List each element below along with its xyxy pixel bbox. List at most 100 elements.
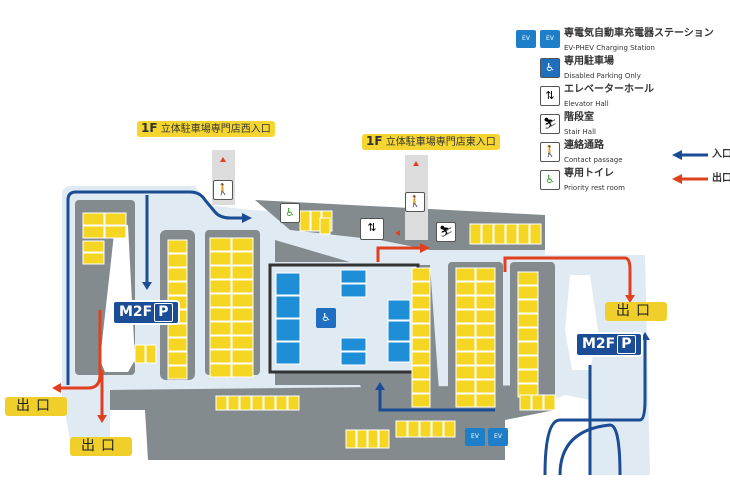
parking-space — [475, 281, 496, 296]
ev-charger-icon: EV — [465, 428, 485, 446]
parking-space — [411, 337, 431, 352]
elevator-icon: ⇅ — [540, 86, 560, 106]
parking-p-icon: P — [154, 303, 173, 322]
parking-space — [411, 393, 431, 408]
entrance-name: 立体駐車場専門店西入口 — [160, 124, 271, 135]
disabled-parking-space — [387, 341, 411, 363]
legend-label: 階段室 — [564, 112, 594, 123]
exit-label: 出口 — [5, 397, 67, 416]
walking-people-icon: 🚶 — [540, 142, 560, 162]
parking-space — [411, 379, 431, 394]
parking-space — [517, 369, 539, 384]
parking-space — [209, 321, 232, 336]
parking-space — [167, 365, 188, 380]
exit-label: 出口 — [605, 302, 667, 321]
parking-space — [209, 237, 232, 252]
legend-label: エレベーターホール — [564, 84, 654, 95]
parking-space — [82, 252, 105, 265]
parking-space — [517, 355, 539, 370]
elevator-icon: ⇅ — [360, 218, 384, 240]
parking-space — [299, 210, 311, 232]
parking-space — [167, 281, 188, 296]
walking-people-icon: 🚶 — [213, 180, 233, 200]
parking-space — [356, 429, 368, 449]
parking-space — [227, 395, 240, 411]
parking-space — [167, 323, 188, 338]
legend-label: 専用トイレ — [564, 168, 614, 179]
legend-label: 連絡通路 — [564, 140, 604, 151]
disabled-parking-space — [340, 351, 367, 366]
legend-sublabel: Elevator Hall — [564, 100, 609, 108]
parking-space — [104, 225, 127, 239]
parking-space — [215, 395, 228, 411]
parking-space — [209, 349, 232, 364]
legend-label: 専電気自動車充電器ステーション — [564, 28, 714, 39]
parking-space — [231, 251, 254, 266]
parking-space — [517, 223, 530, 245]
parking-space — [231, 349, 254, 364]
parking-space — [469, 223, 482, 245]
disabled-parking-space — [387, 299, 411, 321]
parking-space — [455, 337, 476, 352]
parking-space — [167, 253, 188, 268]
parking-space — [531, 394, 544, 411]
parking-space — [475, 351, 496, 366]
parking-space — [517, 299, 539, 314]
legend-disabled: ♿ 専用駐車場 Disabled Parking Only — [514, 56, 730, 84]
parking-space — [345, 429, 357, 449]
parking-space — [134, 344, 146, 364]
legend-toilet: ♿ 専用トイレ Priority rest room 出口 — [514, 168, 730, 196]
parking-space — [455, 351, 476, 366]
parking-space — [209, 293, 232, 308]
parking-space — [209, 363, 232, 378]
parking-space — [517, 313, 539, 328]
parking-space — [455, 295, 476, 310]
parking-space — [411, 309, 431, 324]
parking-space — [519, 394, 532, 411]
parking-space — [104, 212, 127, 226]
parking-space — [419, 420, 432, 438]
accessible-toilet-icon: ♿ — [280, 203, 300, 223]
parking-space — [517, 285, 539, 300]
legend-passage: 🚶 連絡通路 Contact passage 入口 — [514, 140, 730, 168]
accessible-toilet-icon: ♿ — [540, 170, 560, 190]
parking-space — [411, 365, 431, 380]
parking-space — [493, 223, 506, 245]
parking-space — [517, 327, 539, 342]
parking-space — [475, 365, 496, 380]
parking-space — [455, 267, 476, 282]
parking-space — [529, 223, 542, 245]
parking-space — [367, 429, 379, 449]
disabled-parking-space — [275, 272, 301, 296]
parking-space — [82, 240, 105, 253]
parking-space — [455, 281, 476, 296]
parking-space — [231, 363, 254, 378]
entrance-legend-label: 入口 — [712, 149, 730, 160]
legend-sublabel: EV-PHEV Charging Station — [564, 44, 655, 52]
legend-ev: EV EV 専電気自動車充電器ステーション EV-PHEV Charging S… — [514, 28, 730, 56]
parking-space — [82, 225, 105, 239]
legend-label: 専用駐車場 — [564, 56, 614, 67]
parking-space — [517, 341, 539, 356]
parking-space — [209, 265, 232, 280]
wheelchair-icon: ♿ — [540, 58, 560, 78]
disabled-parking-space — [340, 283, 367, 298]
parking-space — [475, 309, 496, 324]
parking-space — [167, 267, 188, 282]
parking-space — [411, 351, 431, 366]
disabled-parking-space — [275, 318, 301, 342]
parking-space — [475, 379, 496, 394]
parking-space — [411, 281, 431, 296]
stairs-icon: ⛷ — [540, 114, 560, 134]
parking-space — [455, 365, 476, 380]
parking-space — [82, 212, 105, 226]
parking-space — [411, 267, 431, 282]
parking-space — [455, 393, 476, 408]
exit-label: 出口 — [70, 437, 132, 456]
parking-space — [395, 420, 408, 438]
legend-sublabel: Disabled Parking Only — [564, 72, 641, 80]
parking-space — [231, 279, 254, 294]
stairs-icon: ⛷ — [436, 222, 456, 242]
